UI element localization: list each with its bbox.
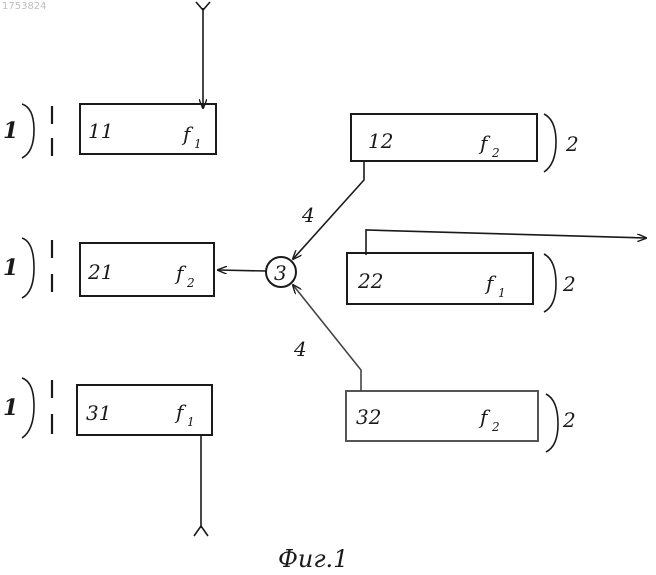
block-22-freq: f <box>484 271 497 295</box>
left-label-1a: 1 <box>3 118 18 144</box>
block-21-sub: 2 <box>186 276 195 290</box>
block-21-freq: f <box>174 261 187 285</box>
node-3: 3 <box>266 257 296 287</box>
right-label-2b: 2 <box>562 272 576 296</box>
right-bracket-bot <box>546 394 558 452</box>
right-label-2c: 2 <box>562 408 576 432</box>
block-12: 12 f 2 <box>351 114 537 161</box>
block-22-sub: 1 <box>498 286 506 300</box>
left-bracket-mid <box>22 238 34 298</box>
block-22-id: 22 <box>357 269 383 293</box>
block-31-sub: 1 <box>187 415 195 429</box>
right-label-2a: 2 <box>565 132 579 156</box>
block-11: 11 f 1 <box>80 104 216 154</box>
watermark-text: 1753824 <box>2 1 47 12</box>
figure-caption: Фиг.1 <box>278 545 348 573</box>
left-group-markers: 1 1 1 <box>3 104 52 438</box>
block-32-freq: f <box>478 405 491 429</box>
right-group-markers: 2 2 2 <box>544 114 579 452</box>
left-label-1c: 1 <box>3 395 18 421</box>
block-31: 31 f 1 <box>77 385 212 435</box>
block-11-sub: 1 <box>194 137 202 151</box>
left-bracket-top <box>22 104 34 158</box>
left-bracket-bot <box>22 378 34 438</box>
block-31-id: 31 <box>86 401 111 425</box>
block-22: 22 f 1 <box>347 253 533 304</box>
block-32: 32 f 2 <box>346 391 538 441</box>
link-block32-to-node3: 4 <box>293 285 361 391</box>
block-12-id: 12 <box>368 129 393 153</box>
channel-label-upper: 4 <box>301 203 315 227</box>
link-block12-to-node3: 4 <box>293 161 364 259</box>
right-bracket-top <box>544 114 556 172</box>
block-32-id: 32 <box>356 405 381 429</box>
block-12-freq: f <box>478 131 491 155</box>
block-11-freq: f <box>181 122 194 146</box>
link-node3-to-block21 <box>218 270 266 271</box>
left-label-1b: 1 <box>3 255 18 281</box>
input-to-block-11 <box>196 2 210 108</box>
channel-label-lower: 4 <box>293 337 307 361</box>
block-31-freq: f <box>174 400 187 424</box>
right-bracket-mid <box>544 254 556 312</box>
output-from-block-22 <box>366 230 646 255</box>
block-21: 21 f 2 <box>80 243 214 296</box>
output-from-block-31 <box>194 435 208 536</box>
block-21-id: 21 <box>87 260 113 284</box>
node-3-label: 3 <box>274 261 287 285</box>
block-32-sub: 2 <box>491 420 500 434</box>
block-12-sub: 2 <box>491 146 500 160</box>
block-11-id: 11 <box>88 119 113 143</box>
